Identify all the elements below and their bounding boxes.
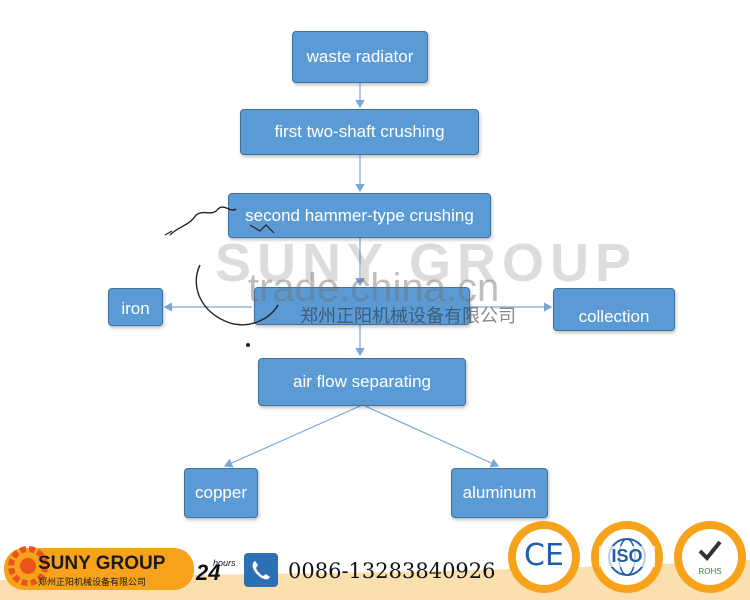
watermark-brand: SUNY GROUP (215, 233, 638, 293)
aluminum-label: aluminum (462, 483, 537, 502)
watermark-gear-outline (164, 206, 279, 347)
second-crushing-box: second hammer-type crushing (228, 193, 491, 238)
watermark-company-cn: 郑州正阳机械设备有限公司 (300, 306, 516, 327)
connector-airflow-to-copper (223, 405, 361, 468)
phone-icon (244, 553, 278, 587)
hours-number: 24 (196, 560, 221, 585)
second-crushing-label: second hammer-type crushing (245, 205, 474, 225)
iso-label: ISO (599, 546, 655, 567)
copper-box: copper (184, 468, 258, 518)
copper-label: copper (195, 483, 247, 502)
rohs-label: ROHS (698, 567, 722, 576)
checkmark-icon (698, 540, 722, 561)
first-crushing-box: first two-shaft crushing (240, 109, 479, 155)
iron-box: iron (108, 288, 163, 326)
hours-label: hours (213, 558, 236, 568)
brand-gear-icon (8, 546, 48, 586)
phone-number[interactable]: 0086-13283840926 (288, 559, 496, 583)
collection-box: collection (553, 288, 675, 331)
ce-mark-icon: CE (524, 538, 564, 573)
magnetic-separator-box (254, 287, 470, 325)
iron-label: iron (121, 299, 150, 318)
air-flow-label: air flow separating (293, 372, 431, 391)
connector-airflow-to-aluminum (364, 405, 500, 468)
waste-radiator-label: waste radiator (306, 47, 414, 66)
brand-name: SUNY GROUP (38, 553, 166, 574)
watermark-trade: trade.china.cn (248, 266, 500, 310)
collection-label: collection (578, 307, 650, 326)
ce-cert-badge: CE (508, 521, 580, 593)
brand-subtitle: 郑州正阳机械设备有限公司 (38, 578, 147, 588)
waste-radiator-box: waste radiator (292, 31, 428, 83)
rohs-cert-badge: ROHS (674, 521, 746, 593)
first-crushing-label: first two-shaft crushing (274, 122, 445, 141)
iso-cert-badge: ISO (591, 521, 663, 593)
aluminum-box: aluminum (451, 468, 548, 518)
air-flow-box: air flow separating (258, 358, 466, 406)
